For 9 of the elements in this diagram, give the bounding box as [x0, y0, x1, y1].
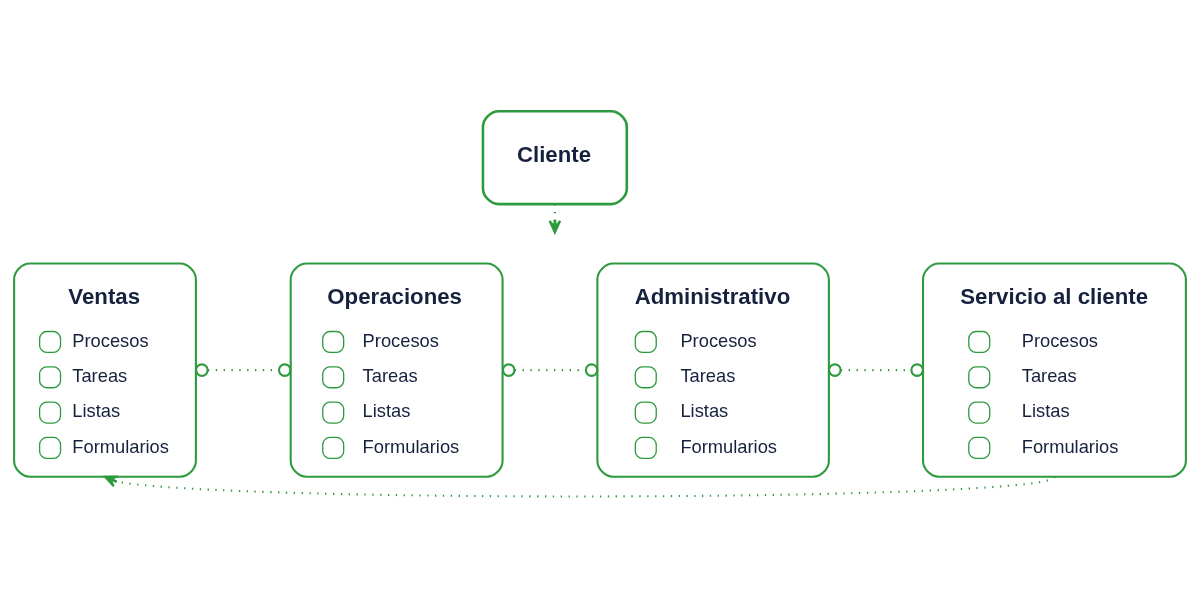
- node-box: Servicio al cliente Procesos Tareas Listas Formularios: [922, 261, 1187, 478]
- node-box: Administrativo Procesos Tareas Listas Formularios: [596, 261, 830, 478]
- connector: [195, 362, 292, 377]
- arrow: [103, 474, 1055, 497]
- node-box: Cliente: [481, 109, 629, 205]
- node-box: Operaciones Procesos Tareas Listas Formularios: [289, 261, 504, 478]
- connector: [501, 362, 599, 377]
- connector: [828, 362, 924, 377]
- node-box: Ventas Procesos Tareas Listas Formularios: [13, 261, 197, 478]
